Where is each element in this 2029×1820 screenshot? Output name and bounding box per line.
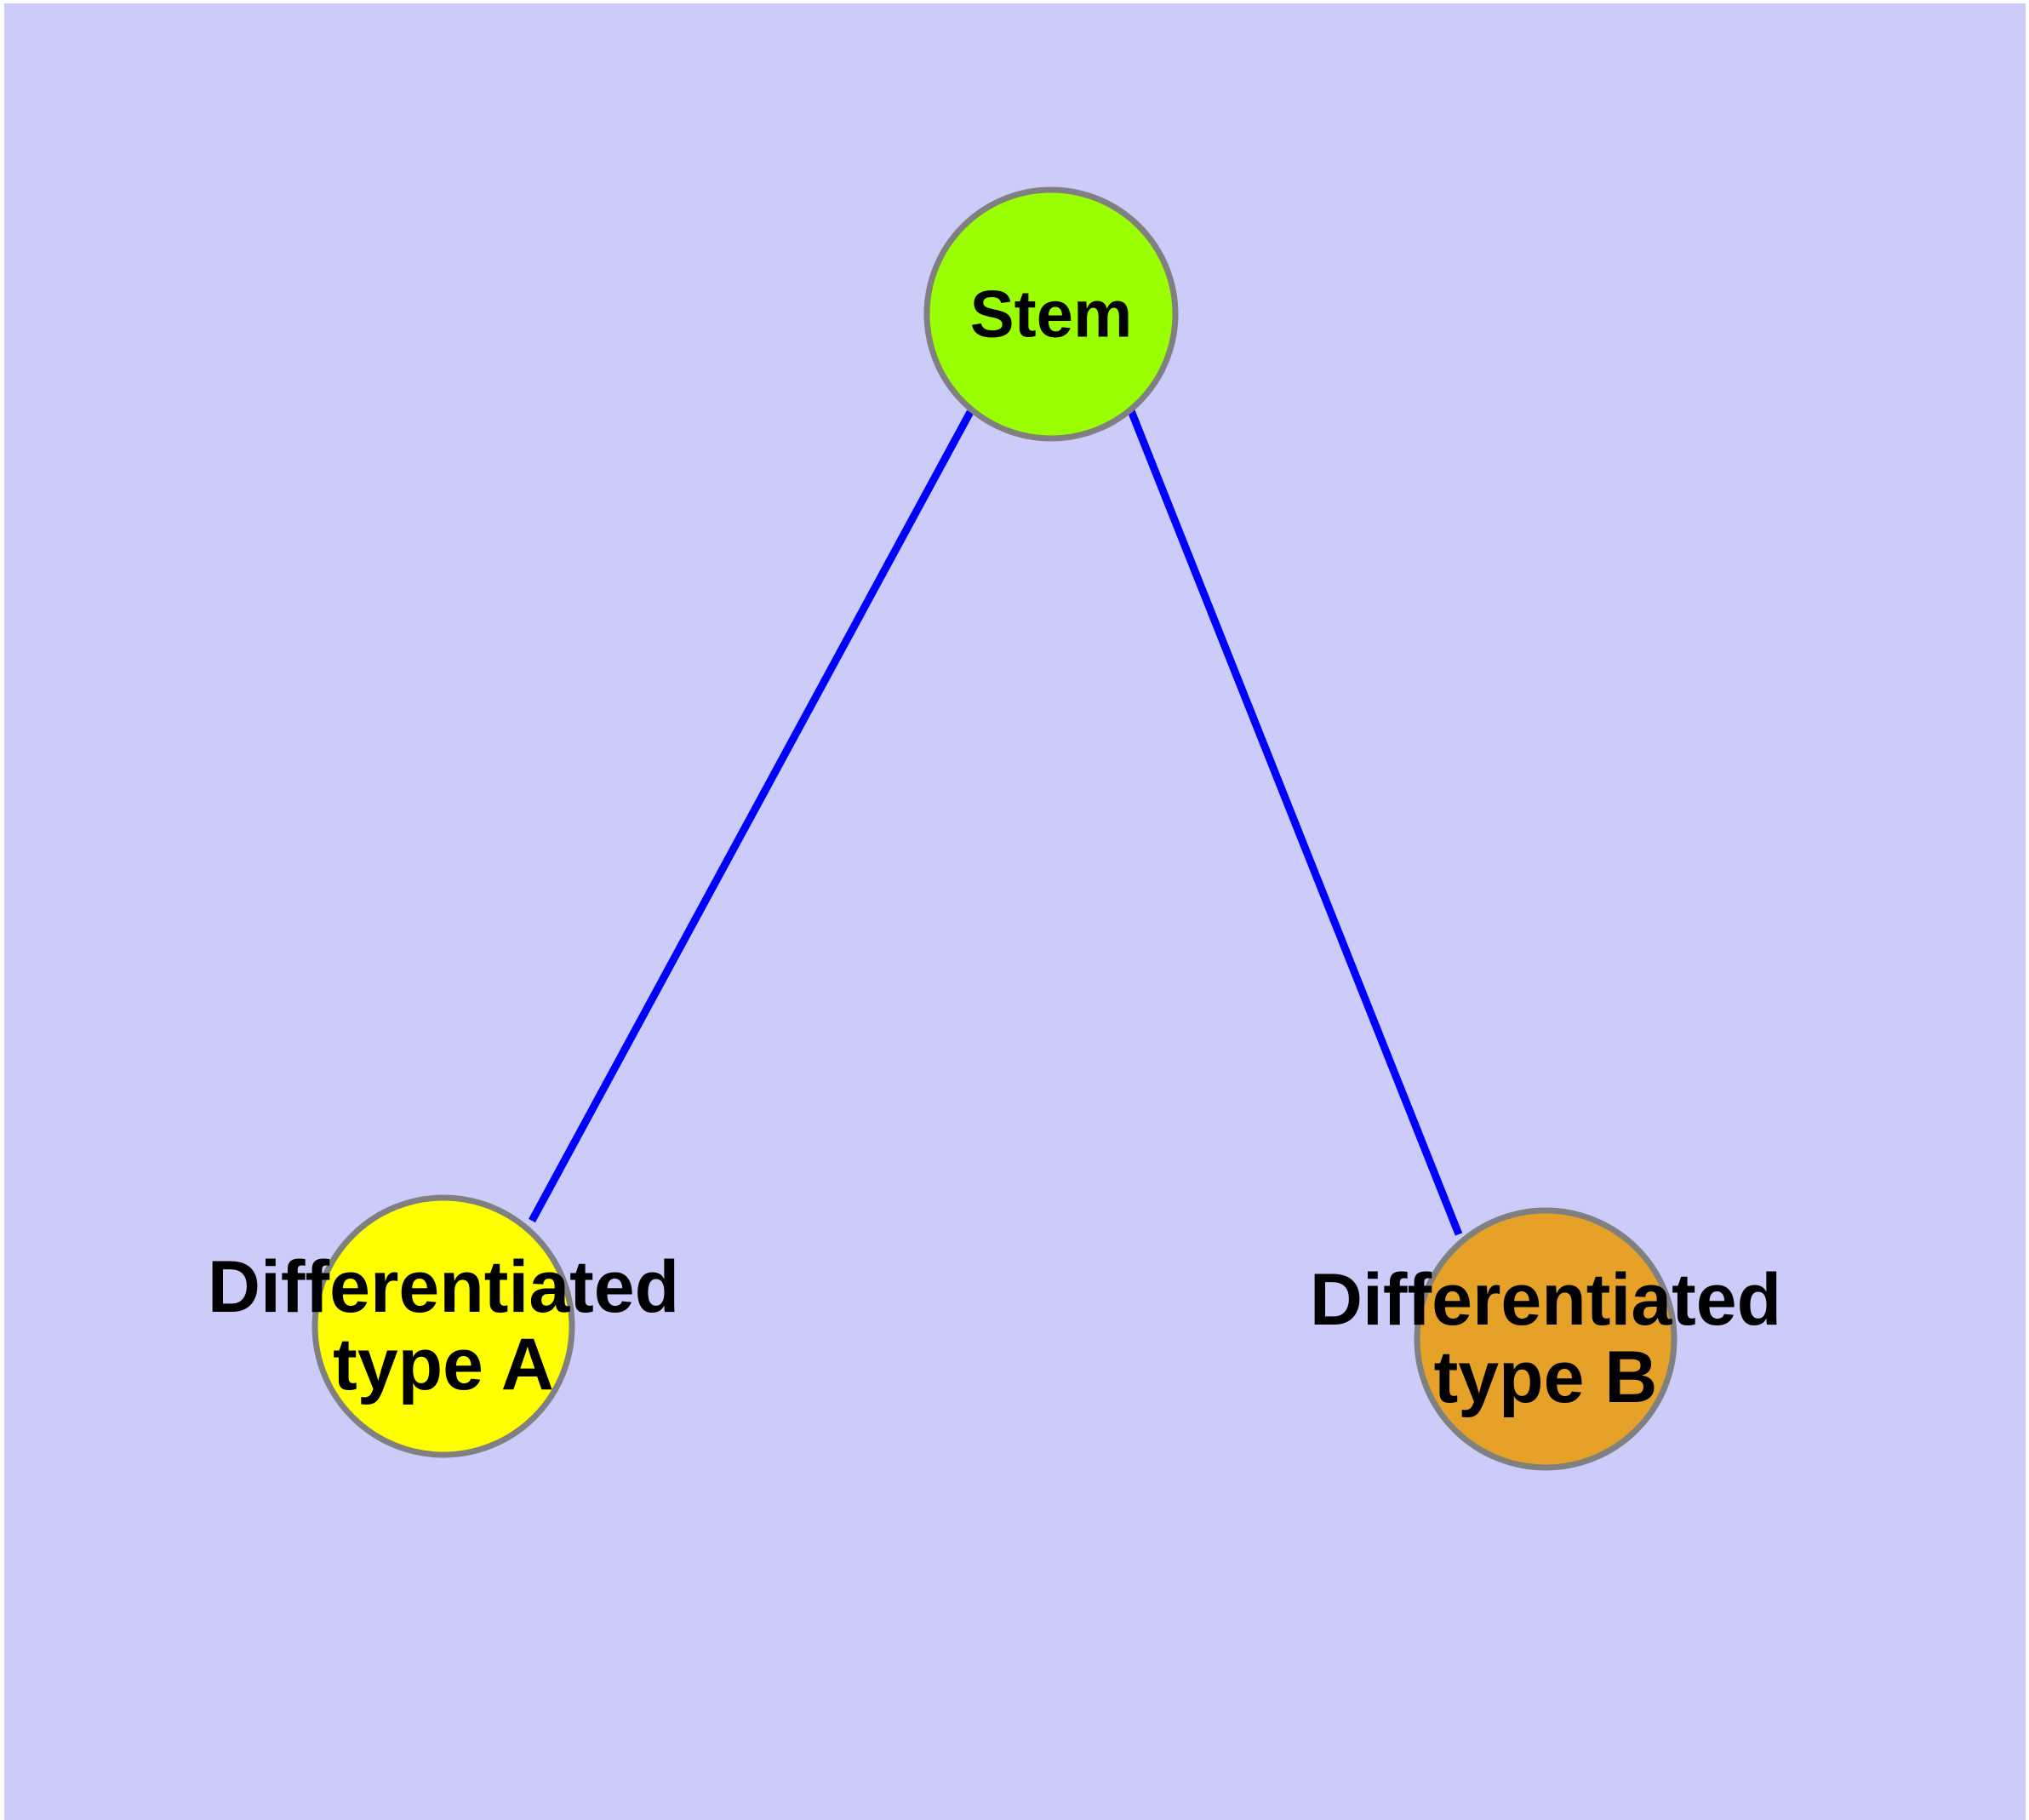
edge-layer [529, 407, 1463, 1236]
edge-stem-diff-b [1126, 407, 1463, 1236]
node-stem[interactable] [923, 186, 1179, 442]
node-differentiated-type-a[interactable] [311, 1194, 575, 1458]
edge-stem-diff-a [529, 409, 974, 1223]
node-differentiated-type-b[interactable] [1414, 1207, 1677, 1471]
node-layer [311, 186, 1677, 1471]
